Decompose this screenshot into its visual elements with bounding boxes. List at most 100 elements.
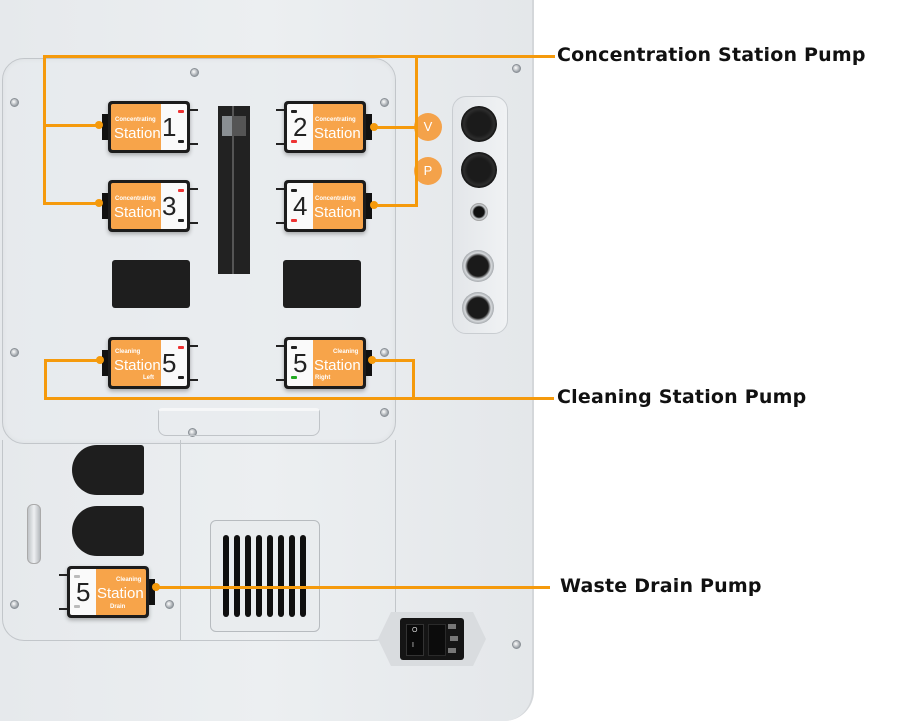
pump-motor-mount xyxy=(102,114,108,140)
pump-motor-mount xyxy=(102,193,108,219)
pump-number: 5 xyxy=(162,348,177,378)
pump-position-label: Left xyxy=(143,375,154,381)
pump-motor-mount xyxy=(366,193,372,219)
callout-line-concentration xyxy=(43,55,555,58)
arrow-icon xyxy=(291,140,297,143)
arrow-icon xyxy=(178,140,184,143)
callout-line-cleaning xyxy=(44,359,47,400)
callout-dot xyxy=(95,121,103,129)
pump-concentrating-4[interactable]: 4 Concentrating Station xyxy=(276,180,372,232)
arrow-icon xyxy=(74,575,80,578)
arrow-icon xyxy=(291,219,297,222)
tube-fitting xyxy=(190,188,198,190)
small-connector[interactable] xyxy=(470,203,488,221)
pump-type-label: Cleaning xyxy=(115,349,141,355)
arrow-icon xyxy=(178,219,184,222)
callout-label-concentration: Concentration Station Pump xyxy=(557,44,866,66)
screw xyxy=(380,348,389,357)
column-divider xyxy=(232,106,234,274)
tube-fitting xyxy=(190,345,198,347)
tube-fitting xyxy=(276,109,284,111)
tube-fitting xyxy=(276,143,284,145)
screw xyxy=(380,98,389,107)
callout-line-concentration xyxy=(43,124,99,127)
mounting-rail xyxy=(158,408,320,436)
callout-dot xyxy=(368,356,376,364)
callout-label-waste: Waste Drain Pump xyxy=(560,575,762,597)
tube-fitting xyxy=(190,222,198,224)
vent-slot xyxy=(300,535,306,617)
pump-number: 2 xyxy=(293,112,308,142)
arrow-icon xyxy=(178,110,184,113)
level-window xyxy=(27,504,41,564)
pump-number: 1 xyxy=(162,112,177,142)
callout-line-concentration xyxy=(415,55,418,207)
vacuum-port[interactable] xyxy=(461,106,497,142)
column-window xyxy=(222,116,232,136)
pump-station-label: Station xyxy=(114,357,161,374)
vent-slot xyxy=(289,535,295,617)
callout-dot xyxy=(370,201,378,209)
pump-cleaning-right[interactable]: 5 Cleaning Station Right xyxy=(276,337,372,389)
arrow-icon xyxy=(74,605,80,608)
vent-slot xyxy=(245,535,251,617)
vent-slot xyxy=(256,535,262,617)
callout-label-cleaning: Cleaning Station Pump xyxy=(557,386,807,408)
circular-connector-2[interactable] xyxy=(462,292,494,324)
callout-line-concentration xyxy=(374,204,418,207)
pump-type-label: Concentrating xyxy=(315,196,356,202)
pump-station-label: Station xyxy=(314,125,361,142)
pump-cleaning-left[interactable]: Cleaning Station Left 5 xyxy=(102,337,198,389)
pump-position-label: Drain xyxy=(110,604,126,610)
pump-waste-drain[interactable]: 5 Cleaning Station Drain xyxy=(59,566,155,618)
arrow-icon xyxy=(178,346,184,349)
arrow-icon xyxy=(178,376,184,379)
tube-fitting xyxy=(276,222,284,224)
socket-pin xyxy=(448,624,456,629)
callout-line-cleaning xyxy=(44,359,100,362)
pump-number: 4 xyxy=(293,191,308,221)
pressure-port[interactable] xyxy=(461,152,497,188)
fuse-holder[interactable] xyxy=(428,624,446,656)
tube-fitting xyxy=(59,574,67,576)
screw xyxy=(10,348,19,357)
arrow-icon xyxy=(291,346,297,349)
pump-number: 5 xyxy=(293,348,308,378)
callout-line-concentration xyxy=(43,55,46,204)
arrow-icon xyxy=(291,189,297,192)
tube-fitting xyxy=(276,379,284,381)
tube-fitting xyxy=(190,109,198,111)
callout-dot xyxy=(95,199,103,207)
ventilation-grille xyxy=(210,520,320,632)
screw xyxy=(190,68,199,77)
socket-pin xyxy=(450,636,458,641)
callout-line-cleaning xyxy=(372,359,415,362)
screw xyxy=(512,640,521,649)
tube-fitting xyxy=(190,143,198,145)
circular-connector-1[interactable] xyxy=(462,250,494,282)
pump-number: 5 xyxy=(76,577,91,607)
pump-motor-mount xyxy=(102,350,108,376)
power-inlet-body: O I xyxy=(400,618,464,660)
power-off-symbol: O xyxy=(412,627,418,634)
callout-line-cleaning xyxy=(44,397,554,400)
pump-concentrating-3[interactable]: Concentrating Station 3 xyxy=(102,180,198,232)
screw xyxy=(380,408,389,417)
callout-line-concentration xyxy=(374,126,418,129)
screw xyxy=(512,64,521,73)
vacuum-badge: V xyxy=(414,113,442,141)
pump-station-label: Station xyxy=(314,357,361,374)
pump-concentrating-1[interactable]: Concentrating Station 1 xyxy=(102,101,198,153)
pump-station-label: Station xyxy=(314,204,361,221)
pump-concentrating-2[interactable]: 2 Concentrating Station xyxy=(276,101,372,153)
pump-station-label: Station xyxy=(114,125,161,142)
sample-column xyxy=(218,106,250,274)
blank-cover-right xyxy=(283,260,361,308)
callout-line-concentration xyxy=(43,202,99,205)
socket-pin xyxy=(448,648,456,653)
power-switch[interactable]: O I xyxy=(406,624,424,656)
cover-d-shape-top xyxy=(72,445,144,495)
pump-motor-mount xyxy=(366,114,372,140)
pump-position-label: Right xyxy=(315,375,331,381)
callout-dot xyxy=(96,356,104,364)
